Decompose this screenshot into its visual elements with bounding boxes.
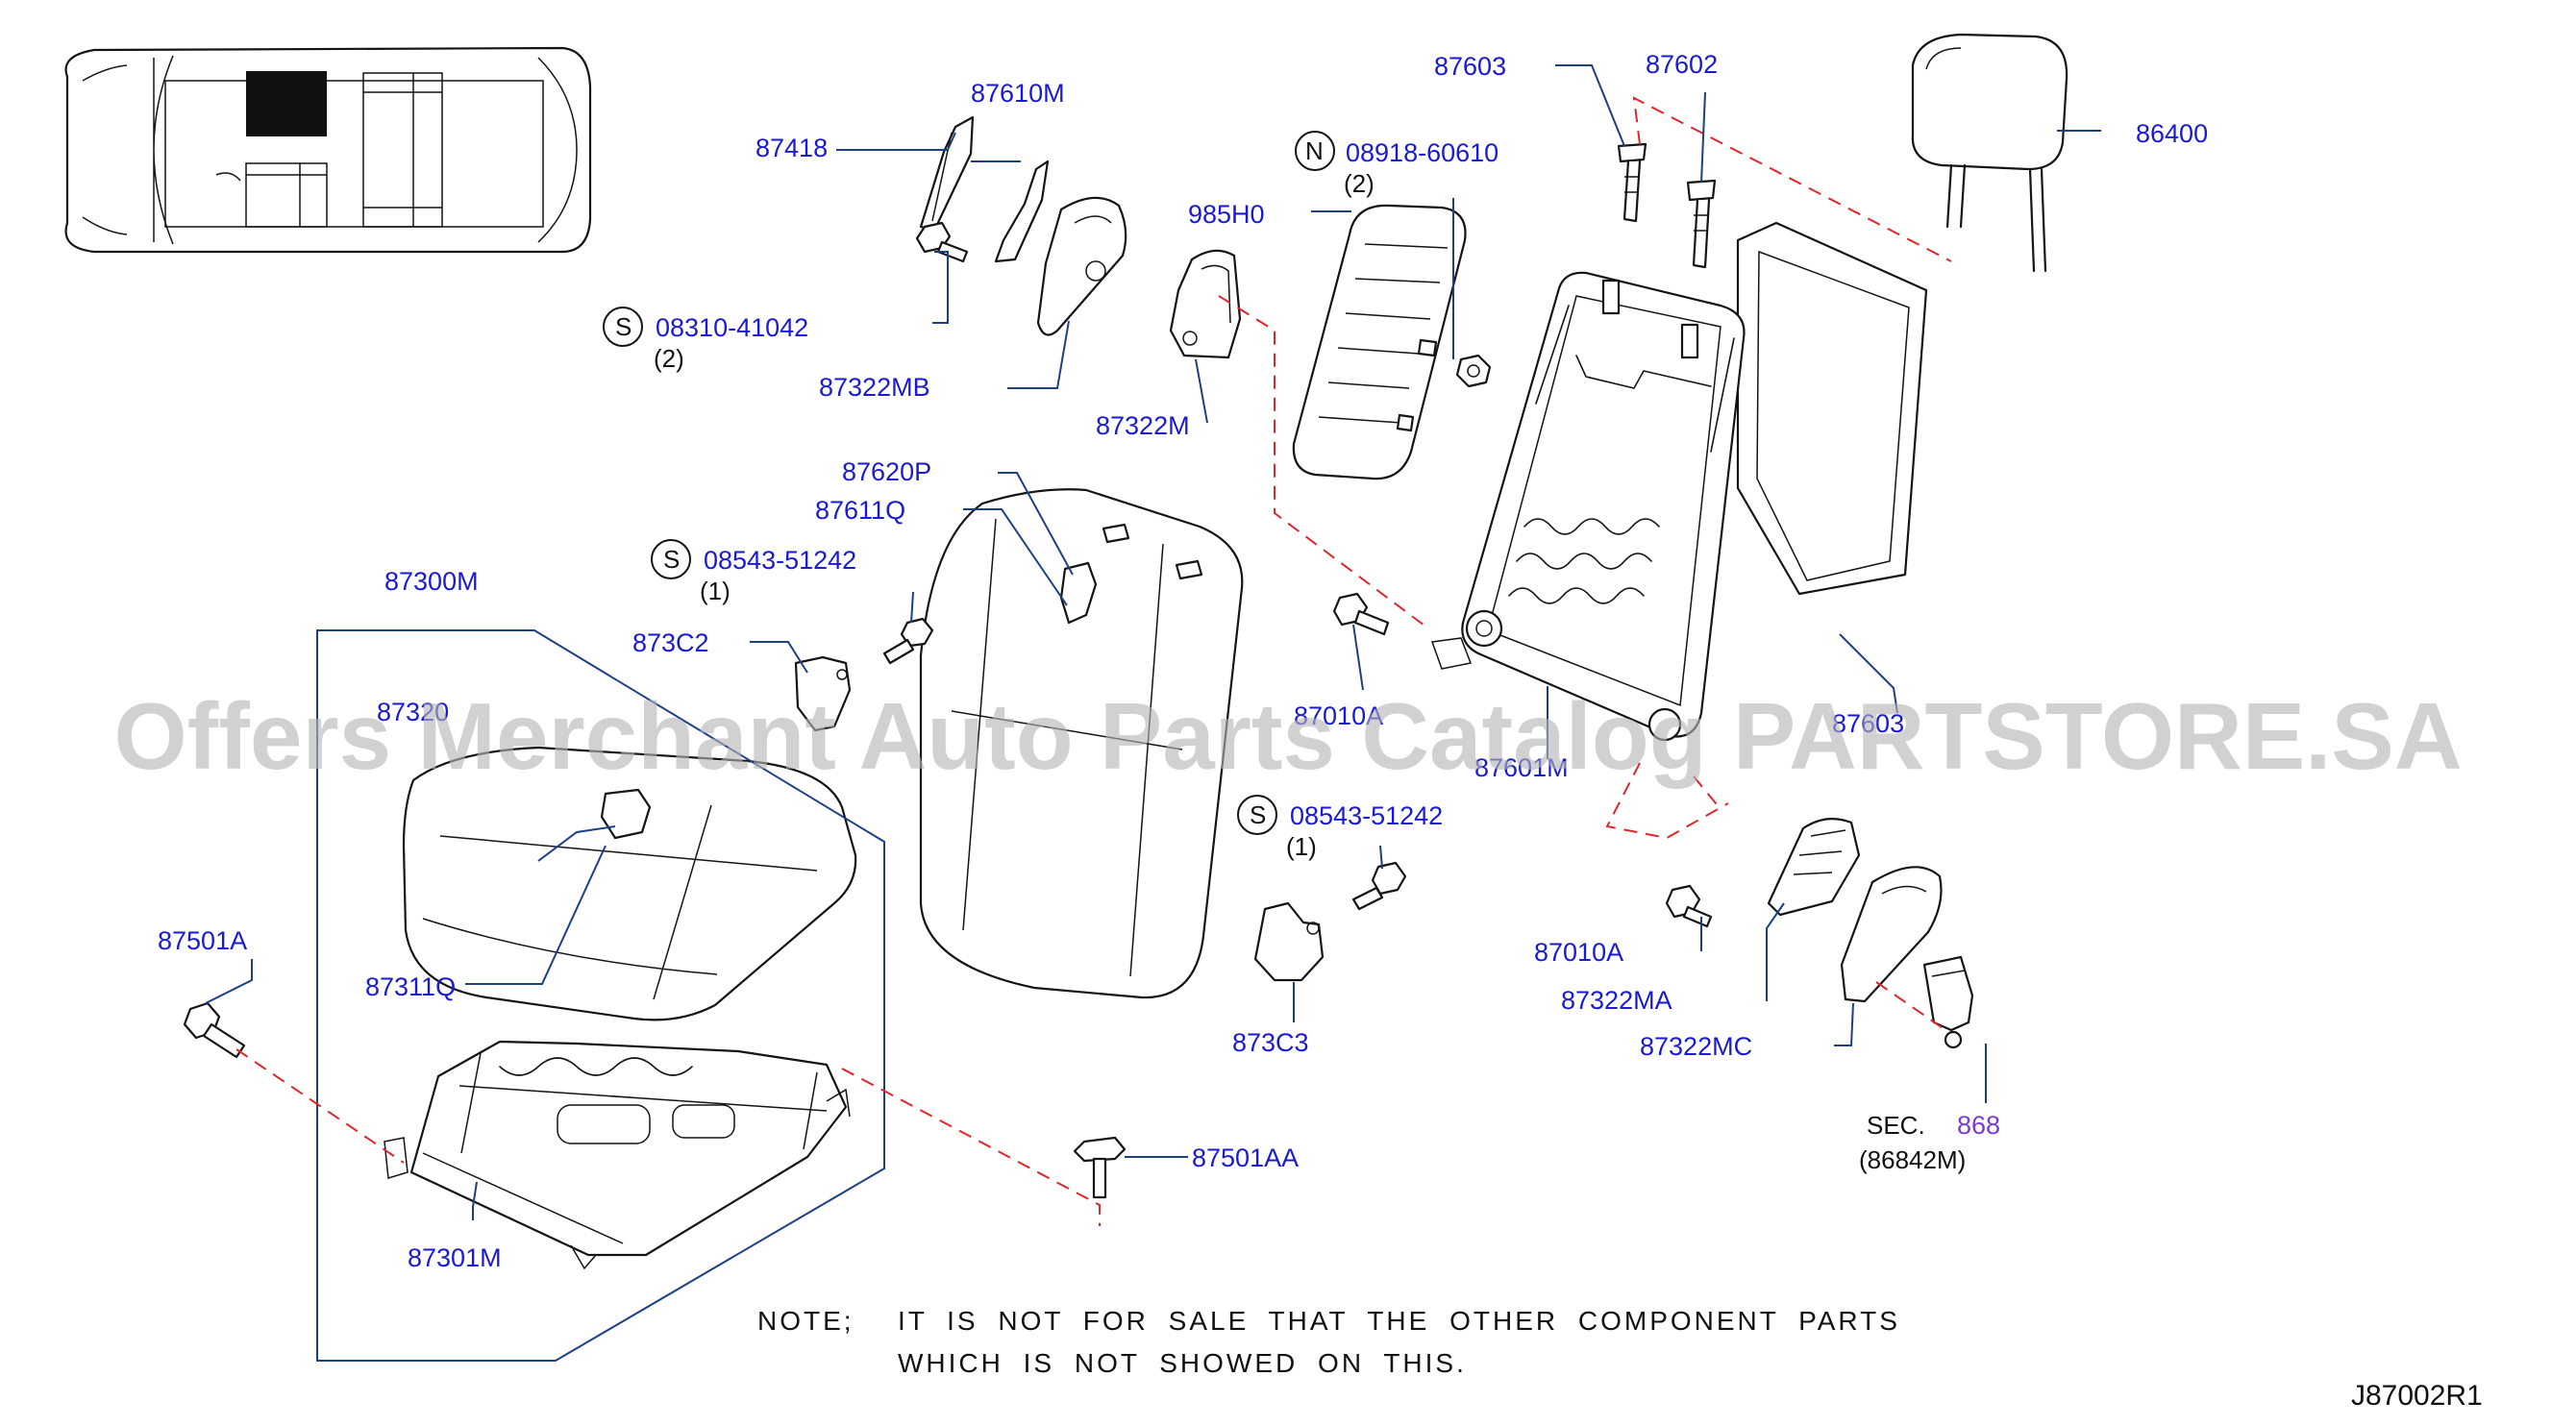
hex-bolt-top	[915, 221, 969, 263]
label-bolt3-qty: (1)	[1286, 832, 1317, 861]
label-sec-prefix: SEC.	[1867, 1111, 1925, 1140]
label-bolt1-qty: (2)	[654, 344, 684, 373]
recliner-cover-outer-a	[1767, 818, 1861, 917]
label-87322mb: 87322MB	[819, 373, 930, 402]
label-87603: 87603	[1434, 52, 1506, 81]
label-873c3: 873C3	[1232, 1028, 1309, 1057]
label-87418: 87418	[755, 134, 828, 162]
seat-cushion-frame-part	[384, 1040, 851, 1270]
label-985h0: 985H0	[1188, 200, 1265, 229]
hex-bolt-87010a-lower	[1665, 884, 1713, 928]
nut-icon	[1295, 131, 1335, 171]
label-87322mc: 87322MC	[1640, 1032, 1752, 1061]
standard-bolt-icon	[651, 539, 691, 579]
label-87611q: 87611Q	[815, 496, 905, 525]
label-87602: 87602	[1646, 50, 1718, 79]
label-bolt2-qty: (1)	[700, 577, 731, 605]
watermark-text: Offers Merchant Auto Parts Catalog PARTS…	[113, 683, 2462, 789]
label-87501a: 87501A	[158, 926, 247, 955]
recliner-cover-inner	[1036, 196, 1127, 336]
note-line-2: WHICH IS NOT SHOWED ON THIS.	[898, 1348, 1467, 1378]
airbag-nut	[1455, 354, 1492, 388]
lever-knob-part	[994, 160, 1050, 263]
label-87320: 87320	[377, 698, 449, 726]
label-87010a-top: 87010A	[1294, 701, 1383, 730]
label-bolt3-code: 08543-51242	[1290, 801, 1443, 830]
leader-lines	[205, 64, 2101, 1220]
note-line-1: IT IS NOT FOR SALE THAT THE OTHER COMPON…	[898, 1306, 1900, 1336]
back-board-part	[1736, 221, 1928, 596]
standard-bolt-icon	[1237, 795, 1277, 835]
recliner-lever-part	[919, 115, 975, 233]
label-bolt1-prefix: S	[615, 312, 632, 341]
label-nut-prefix: N	[1305, 136, 1324, 165]
hex-bolt-87010a-upper	[1332, 592, 1390, 636]
note-head: NOTE;	[757, 1306, 855, 1336]
small-bracket-left	[794, 655, 852, 732]
label-87322m: 87322M	[1096, 411, 1190, 440]
label-bolt1-code: 08310-41042	[656, 313, 808, 342]
dashed-reference-lines	[235, 96, 1952, 1226]
hex-bolt-lower	[1351, 861, 1407, 911]
label-sec-ref: (86842M)	[1859, 1145, 1966, 1174]
label-86400: 86400	[2136, 119, 2208, 148]
headrest-guide-right	[1686, 179, 1717, 269]
small-bracket-right	[1253, 901, 1325, 982]
label-87322ma: 87322MA	[1561, 986, 1672, 1015]
label-nut-qty: (2)	[1344, 169, 1375, 198]
seat-belt-buckle-part	[1922, 955, 1974, 1049]
standard-bolt-icon	[603, 307, 643, 347]
label-bolt2-code: 08543-51242	[704, 546, 856, 575]
label-87501aa: 87501AA	[1192, 1143, 1299, 1172]
hex-bolt-87501aa	[1073, 1136, 1127, 1199]
section-link-868[interactable]: 868	[1957, 1111, 2000, 1140]
label-nut-code: 08918-60610	[1346, 138, 1499, 167]
label-873c2: 873C2	[632, 628, 709, 657]
label-87010a-bottom: 87010A	[1534, 938, 1623, 967]
label-87620p: 87620P	[842, 457, 931, 486]
headrest-part	[1911, 33, 2068, 273]
highlighted-seat-icon	[246, 71, 327, 136]
headrest-guide-left	[1617, 142, 1647, 223]
vehicle-locator-icon	[64, 46, 592, 254]
diagram-id: J87002R1	[2351, 1380, 2483, 1412]
hex-bolt-mid	[882, 617, 934, 665]
label-87603-frame: 87603	[1832, 709, 1904, 738]
seat-back-pad-part	[919, 488, 1244, 999]
label-87610m: 87610M	[971, 79, 1065, 108]
recliner-cover-outer-c	[1840, 866, 1943, 1003]
label-87301m: 87301M	[408, 1243, 502, 1272]
label-bolt3-prefix: S	[1250, 800, 1266, 829]
assembly-bracket-87300m	[316, 629, 885, 1362]
seat-back-frame-part	[1430, 271, 1746, 742]
label-87311q: 87311Q	[365, 972, 456, 1001]
label-87601m: 87601M	[1474, 753, 1569, 782]
side-airbag-module	[1292, 204, 1467, 480]
label-bolt2-prefix: S	[663, 545, 680, 574]
recliner-cover-bracket	[1169, 249, 1242, 359]
label-87300m: 87300M	[384, 567, 479, 596]
hex-bolt-87501a	[183, 1001, 246, 1059]
